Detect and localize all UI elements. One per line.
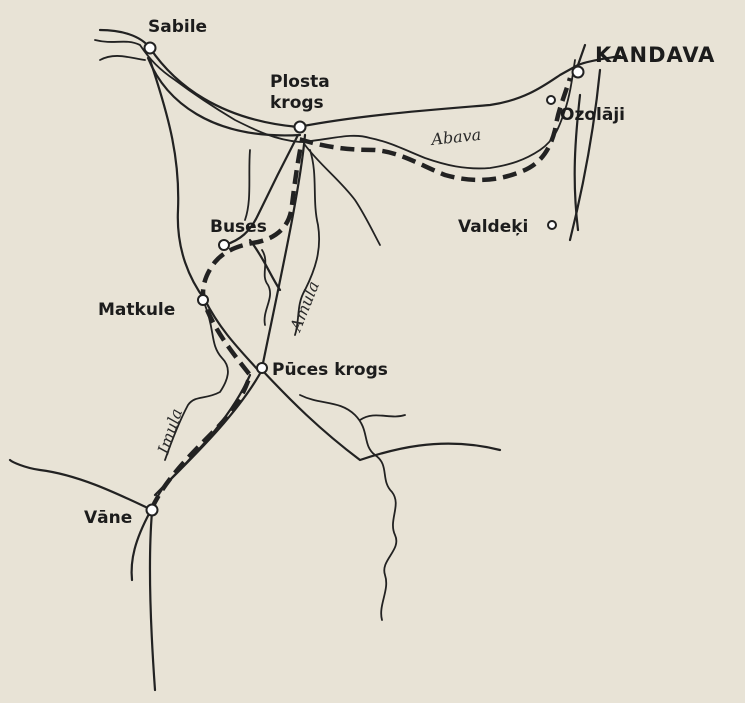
label-ozolaji: Ozolāji — [560, 105, 625, 125]
label-vane: Vāne — [84, 508, 132, 528]
puces-krogs-marker — [256, 362, 268, 374]
kandava-marker — [571, 65, 585, 79]
road-ozolaji-south — [573, 93, 582, 232]
vane-marker — [145, 503, 159, 517]
road-plosta-puces — [260, 133, 307, 370]
river-abava — [94, 39, 576, 170]
label-sabile: Sabile — [148, 17, 207, 37]
road-vane-southwest — [130, 510, 152, 582]
matkule-marker — [197, 294, 209, 306]
road-kandava-east — [576, 54, 622, 67]
road-vane-west — [8, 458, 154, 512]
river-southeast — [299, 394, 398, 621]
label-river-amula: Amula — [285, 278, 323, 335]
label-buses: Buses — [210, 217, 267, 237]
river-buses-stream — [244, 149, 271, 326]
river-abava-bank — [99, 55, 146, 61]
river-southeast-branch — [359, 414, 406, 421]
label-puces-krogs: Pūces krogs — [272, 360, 388, 380]
plosta-krogs-marker — [293, 120, 307, 134]
label-river-imula: Imula — [153, 406, 186, 457]
road-plosta-buses — [223, 133, 300, 247]
label-matkule: Matkule — [98, 300, 175, 320]
road-vane-south — [148, 510, 157, 692]
road-sabile-matkule — [148, 58, 260, 372]
road-sabile-kandava — [148, 43, 587, 129]
road-puces-southeast — [260, 368, 502, 462]
ozolaji-marker — [546, 95, 556, 105]
sabile-marker — [143, 41, 157, 55]
road-sabile-north — [98, 28, 152, 50]
hiking-route — [149, 77, 573, 509]
label-river-abava: Abava — [428, 125, 482, 149]
river-amula — [294, 149, 321, 336]
label-valdeki: Valdeķi — [458, 217, 528, 237]
label-plosta-line1: Plosta — [270, 72, 330, 92]
road-kandava-south — [568, 68, 602, 242]
river-imula — [164, 304, 229, 461]
label-plosta-line2: krogs — [270, 93, 324, 113]
label-kandava: KANDAVA — [595, 43, 715, 67]
valdeki-marker — [547, 220, 557, 230]
river-tributary-east — [304, 144, 381, 246]
buses-marker — [218, 239, 230, 251]
